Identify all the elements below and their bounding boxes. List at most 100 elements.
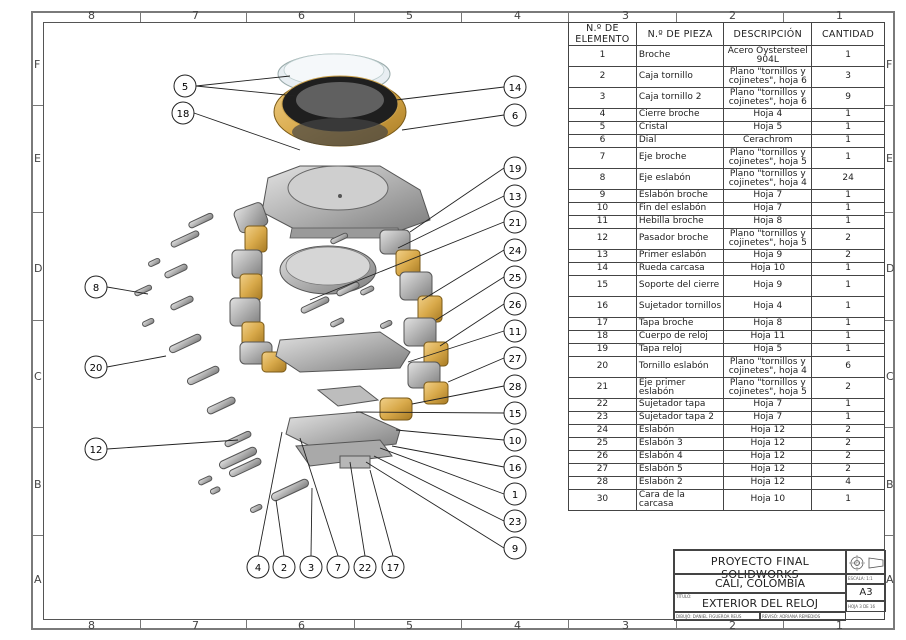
bom-description: Hoja 12	[723, 437, 813, 451]
zone-right-F: F	[886, 58, 893, 71]
bom-element-number: 18	[568, 330, 637, 344]
bom-description: Hoja 4	[723, 296, 813, 318]
zone-top-8: 8	[88, 9, 95, 22]
balloon-3: 3	[299, 555, 323, 579]
bezel-part	[273, 75, 407, 147]
balloon-12: 12	[84, 437, 108, 461]
sheet-number-cell	[846, 601, 886, 612]
bom-quantity: 1	[811, 202, 885, 216]
zone-bottom-5: 5	[406, 619, 413, 632]
zone-right-A: A	[886, 573, 894, 586]
balloon-8: 8	[84, 275, 108, 299]
svg-text:2: 2	[281, 563, 287, 574]
svg-text:12: 12	[90, 445, 103, 456]
bom-description: Plano "tornillos y cojinetes", hoja 5	[723, 228, 813, 250]
bom-quantity: 1	[811, 317, 885, 331]
balloon-2: 2	[272, 555, 296, 579]
bom-part-name: Dial	[635, 134, 725, 148]
svg-text:14: 14	[509, 83, 522, 94]
svg-text:20: 20	[90, 363, 103, 374]
sheet-size-cell	[846, 584, 886, 601]
bom-quantity: 2	[811, 377, 885, 399]
bom-part-name: Eslabón 2	[635, 476, 725, 490]
bom-header-description: DESCRIPCIÓN	[723, 22, 813, 46]
bom-description: Hoja 8	[723, 215, 813, 229]
zone-top-5: 5	[406, 9, 413, 22]
bom-part-name: Rueda carcasa	[635, 262, 725, 276]
bom-quantity: 3	[811, 66, 885, 88]
bom-quantity: 1	[811, 121, 885, 135]
balloon-11: 11	[503, 319, 527, 343]
bom-quantity: 2	[811, 463, 885, 477]
bom-element-number: 6	[568, 134, 637, 148]
bom-description: Plano "tornillos y cojinetes", hoja 6	[723, 66, 813, 88]
bom-description: Hoja 8	[723, 317, 813, 331]
zone-right-E: E	[886, 152, 893, 165]
bom-part-name: Eslabón 4	[635, 450, 725, 464]
zone-left-B: B	[34, 478, 42, 491]
bom-part-name: Caja tornillo 2	[635, 87, 725, 109]
bom-part-name: Cristal	[635, 121, 725, 135]
project-cell	[674, 550, 846, 574]
balloon-18: 18	[171, 101, 195, 125]
bom-part-name: Caja tornillo	[635, 66, 725, 88]
bom-element-number: 4	[568, 108, 637, 122]
bom-part-name: Sujetador tapa 2	[635, 411, 725, 425]
svg-text:15: 15	[509, 409, 522, 420]
zone-right-B: B	[886, 478, 894, 491]
bom-quantity: 2	[811, 437, 885, 451]
svg-text:1: 1	[512, 490, 518, 501]
balloon-16: 16	[503, 455, 527, 479]
reviewed-by-cell	[760, 612, 846, 621]
bom-quantity: 2	[811, 228, 885, 250]
balloon-22: 22	[353, 555, 377, 579]
zone-left-E: E	[34, 152, 41, 165]
bom-part-name: Tapa reloj	[635, 343, 725, 357]
bom-part-name: Sujetador tornillos	[635, 296, 725, 318]
bom-quantity: 1	[811, 108, 885, 122]
bom-description: Hoja 11	[723, 330, 813, 344]
bom-description: Plano "tornillos y cojinetes", hoja 5	[723, 147, 813, 169]
bom-part-name: Primer eslabón	[635, 249, 725, 263]
svg-text:24: 24	[509, 246, 522, 257]
bom-quantity: 1	[811, 330, 885, 344]
bom-element-number: 1	[568, 45, 637, 67]
zone-right-D: D	[886, 262, 895, 275]
svg-text:8: 8	[93, 283, 99, 294]
svg-text:21: 21	[509, 218, 522, 229]
svg-text:10: 10	[509, 436, 522, 447]
balloon-23: 23	[503, 509, 527, 533]
zone-bottom-1: 1	[836, 619, 843, 632]
sheet-number: HOJA 3 DE 16	[848, 604, 876, 609]
drawn-by-cell	[674, 612, 760, 621]
svg-text:27: 27	[509, 354, 522, 365]
case-body-part	[261, 165, 431, 239]
bom-header-element: N.º DE ELEMENTO	[568, 22, 637, 46]
left-bracelet	[229, 202, 287, 373]
bom-quantity: 1	[811, 343, 885, 357]
bom-element-number: 7	[568, 147, 637, 169]
balloon-4: 4	[246, 555, 270, 579]
zone-bottom-4: 4	[514, 619, 521, 632]
svg-text:6: 6	[512, 111, 518, 122]
bom-description: Hoja 10	[723, 262, 813, 276]
bom-description: Hoja 5	[723, 343, 813, 357]
zone-left-D: D	[34, 262, 43, 275]
balloon-9: 9	[503, 536, 527, 560]
bom-description: Hoja 5	[723, 121, 813, 135]
